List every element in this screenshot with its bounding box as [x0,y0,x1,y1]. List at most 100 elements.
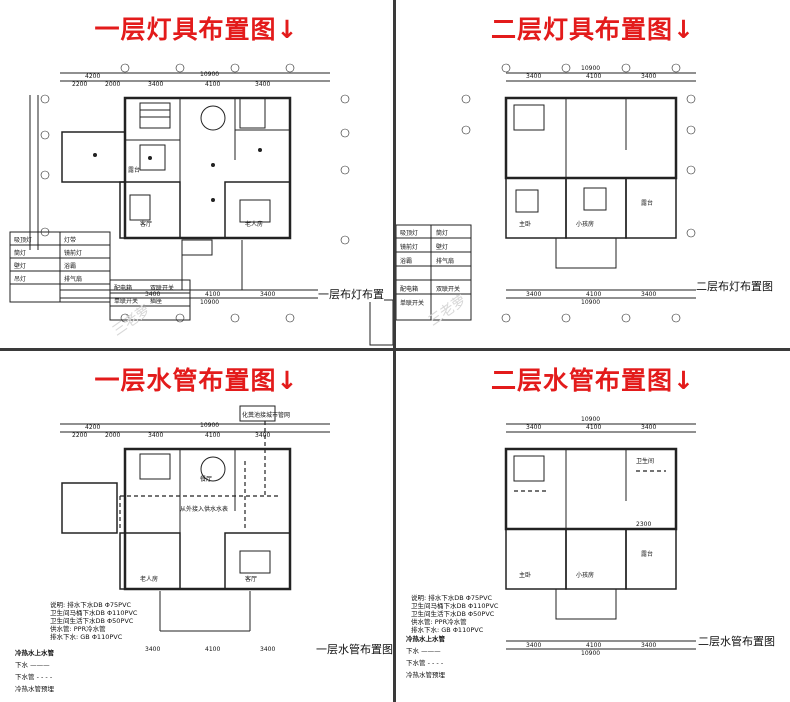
legend-label: 冷热水上水管 [406,635,445,643]
dashed-line-icon: - - - - [36,673,53,681]
plan-caption: 一层水管布置图 [316,641,393,657]
room-label: 主卧 [519,220,531,228]
plan-caption: 二层布灯布置图 [696,278,773,294]
legend-entry: 壁灯 [14,262,26,270]
dim-top: 4100 [586,424,601,431]
panel-floor2-plumbing: 3400 4100 10900 3400 3400 4100 3400 1090… [396,351,790,702]
dim-bottom: 4100 [205,646,220,653]
dim-top: 4100 [586,73,601,80]
dim-top: 10900 [581,65,600,72]
panel-heading: 一层水管布置图↓ [0,361,393,397]
annotation: 老人房 [140,575,158,583]
legend-entry: 插座 [150,297,162,305]
annotation: 从外接入供水水表 [180,505,228,513]
room-label: 露台 [641,550,653,558]
legend-entry: 双联开关 [150,284,174,292]
note-line: 卫生间马桶下水DB Φ110PVC [50,609,138,617]
dim-top: 3400 [526,424,541,431]
dim-top: 10900 [581,416,600,423]
legend-entry: 吸顶灯 [400,229,418,237]
note-line: 卫生间马桶下水DB Φ110PVC [411,602,499,610]
annotation: 2300 [636,521,651,528]
legend-entry: 壁灯 [436,243,448,251]
legend-label: 冷热水管预埋 [406,671,445,679]
dim-top-5: 10900 [200,71,219,78]
legend-row: 下水 ——— [406,645,506,655]
dim-top: 3400 [148,432,163,439]
heading-text: 二层灯具布置图 [491,15,674,44]
dim-bottom: 4100 [586,642,601,649]
legend-entry: 吸顶灯 [14,236,32,244]
panel-heading: 二层灯具布置图↓ [396,10,790,46]
floor1-lighting-plan: 4200 2200 2000 3400 10900 4100 3400 3400… [9,63,393,346]
plumbing-notes: 说明: 排水下水DB Φ75PVC 卫生间马桶下水DB Φ110PVC 卫生间生… [411,594,498,634]
note-line: 说明: 排水下水DB Φ75PVC [411,594,493,602]
solid-line-icon: ——— [421,647,441,655]
annotation: 化粪池接城市管网 [242,411,290,419]
dim-top: 4100 [205,432,220,439]
down-arrow-icon: ↓ [276,15,299,44]
legend-row: 下水管 - - - - [406,657,506,667]
plumbing-notes: 说明: 排水下水DB Φ75PVC 卫生间马桶下水DB Φ110PVC 卫生间生… [50,601,137,641]
dim-top: 4200 [85,424,100,431]
down-arrow-icon: ↓ [673,15,695,44]
panel-floor2-lighting: 3400 4100 10900 3400 3400 4100 3400 1090… [396,0,790,348]
dim-bottom: 3400 [526,642,541,649]
plumbing-legend: 冷热水上水管 下水 ——— 下水管 - - - - 冷热水管预埋 [406,633,506,679]
room-label: 卫生间 [636,457,654,465]
room-label: 主卧 [519,571,531,579]
heading-text: 二层水管布置图 [491,366,674,395]
dim-top: 3400 [255,432,270,439]
note-line: 供水管: PPR冷水管 [411,618,467,626]
room-label: 露台 [128,166,140,174]
dim-top: 10900 [200,422,219,429]
panel-heading: 二层水管布置图↓ [396,361,790,397]
legend-row: 下水管 - - - - [15,671,115,681]
dim-top-7: 3400 [255,81,270,88]
legend-entry: 浴霸 [64,262,76,270]
vertical-divider [393,0,396,702]
dim-bottom-3: 3400 [260,291,275,298]
legend-label: 下水管 [15,673,35,681]
heading-text: 一层灯具布置图 [94,15,277,44]
legend-entry: 单联开关 [400,299,424,307]
heading-text: 一层水管布置图 [94,366,277,395]
floor2-plumbing-plan: 3400 4100 10900 3400 3400 4100 3400 1090… [504,416,696,657]
dashed-line-icon: - - - - [427,659,444,667]
room-label: 老人房 [245,220,263,228]
dim-bottom: 10900 [581,299,600,306]
dim-bottom: 10900 [581,650,600,657]
plan-caption: 一层布灯布置 [318,286,384,302]
note-line: 卫生间生活下水DB Φ50PVC [50,617,134,625]
legend-label: 冷热水上水管 [15,649,54,657]
legend-entry: 灯带 [64,236,76,244]
floor1-plumbing-plan: 4200 2200 2000 3400 10900 4100 3400 3400… [60,405,330,653]
legend-row: 冷热水管预埋 [15,683,115,693]
legend-entry: 筒灯 [14,249,26,257]
legend-entry: 配电箱 [400,285,418,293]
note-line: 卫生间生活下水DB Φ50PVC [411,610,495,618]
dim-top-1: 4200 [85,73,100,80]
dim-top: 3400 [641,73,656,80]
dim-bottom: 3400 [641,642,656,649]
legend-row: 下水 ——— [15,659,115,669]
legend-entry: 配电箱 [114,284,132,292]
panel-heading: 一层灯具布置图↓ [0,10,393,46]
legend-entry: 镜前灯 [400,243,418,251]
legend-entry: 镜前灯 [64,249,82,257]
note-line: 排水下水: GB Φ110PVC [50,633,123,641]
legend-row: 冷热水管预埋 [406,669,506,679]
floor2-lighting-plan: 3400 4100 10900 3400 3400 4100 3400 1090… [396,63,696,323]
legend-entry: 吊灯 [14,275,26,283]
dim-bottom-4: 10900 [200,299,219,306]
solid-line-icon: ——— [30,661,50,669]
legend-label: 冷热水管预埋 [15,685,54,693]
dim-top-4: 3400 [148,81,163,88]
dim-bottom-1: 3400 [145,291,160,298]
legend-entry: 排气扇 [436,257,454,265]
legend-row: 冷热水上水管 [406,633,506,643]
dim-top-3: 2000 [105,81,120,88]
panel-floor1-plumbing: 4200 2200 2000 3400 10900 4100 3400 3400… [0,351,393,702]
legend-entry: 排气扇 [64,275,82,283]
down-arrow-icon: ↓ [673,366,695,395]
